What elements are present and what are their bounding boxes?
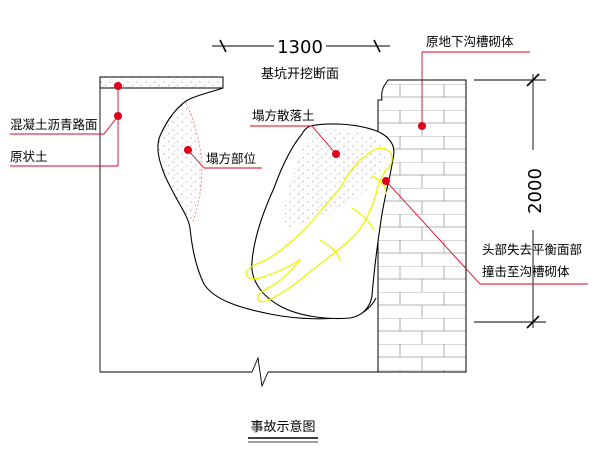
section-title: 基坑开挖断面 (261, 67, 339, 82)
callout-collapse-soil: 塌方散落土 (250, 108, 340, 158)
masonry-label: 原地下沟槽砌体 (426, 34, 514, 49)
callout-masonry: 原地下沟槽砌体 (418, 34, 530, 130)
collapse-edge-line (185, 102, 203, 223)
soil-dotted-fill (284, 129, 387, 230)
ground-break-lines (100, 356, 378, 388)
width-dimension-label: 1300 (277, 37, 323, 58)
pavement-layer (99, 76, 224, 372)
original-soil-label: 原状土 (10, 149, 48, 164)
depth-dimension: 2000 (474, 73, 546, 329)
callout-head-impact: 头部失去平衡面部 撞击至沟槽砌体 (382, 177, 588, 285)
diagram-caption: 事故示意图 (248, 419, 318, 443)
victim-figure (245, 147, 393, 303)
width-dimension: 1300 (212, 37, 390, 58)
collapse-pocket (157, 101, 202, 224)
depth-dimension-label: 2000 (525, 168, 546, 214)
head-impact-label-2: 撞击至沟槽砌体 (482, 264, 570, 279)
head-impact-label-1: 头部失去平衡面部 (482, 242, 582, 257)
pavement-label: 混凝土沥青路面 (10, 117, 98, 132)
collapse-soil-label: 塌方散落土 (252, 108, 315, 123)
callout-collapse-area: 塌方部位 (184, 146, 262, 169)
caption-text: 事故示意图 (250, 419, 315, 435)
collapse-area-label: 塌方部位 (206, 151, 256, 166)
callout-pavement: 混凝土沥青路面 原状土 (10, 82, 122, 167)
